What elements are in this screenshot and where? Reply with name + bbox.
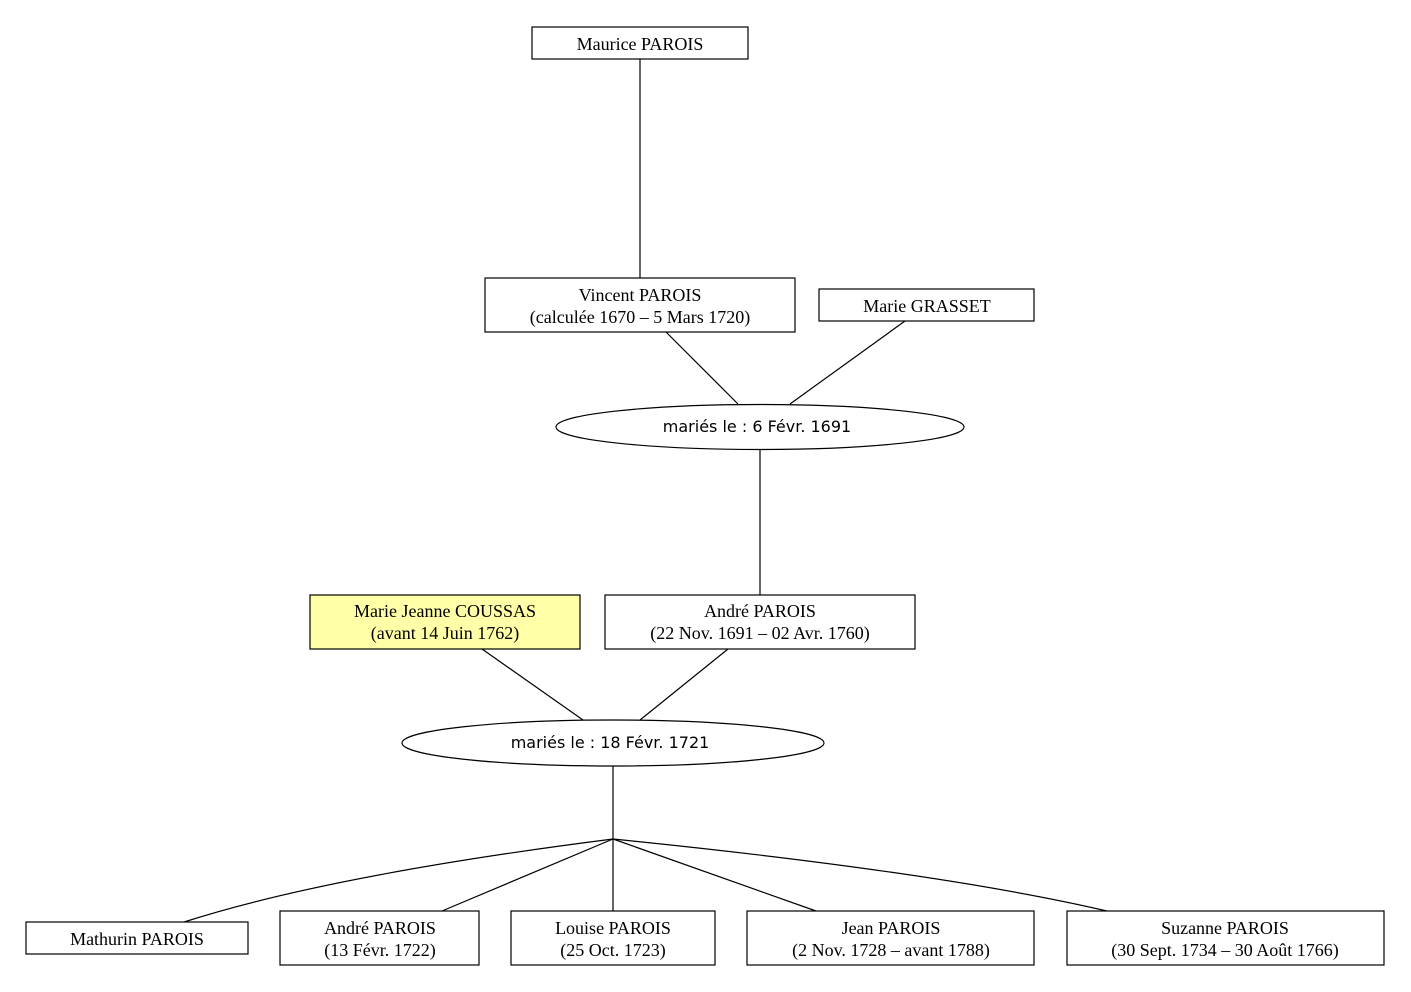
person-name: Vincent PAROIS bbox=[579, 285, 702, 305]
person-box-suzanne-parois[interactable]: Suzanne PAROIS (30 Sept. 1734 – 30 Août … bbox=[1066, 910, 1385, 966]
person-box-vincent-parois[interactable]: Vincent PAROIS (calculée 1670 – 5 Mars 1… bbox=[484, 277, 796, 333]
person-name: Louise PAROIS bbox=[555, 918, 671, 938]
edge-hub-mathurin bbox=[183, 838, 614, 923]
person-dates: (30 Sept. 1734 – 30 Août 1766) bbox=[1111, 940, 1339, 961]
person-dates: (calculée 1670 – 5 Mars 1720) bbox=[530, 307, 750, 328]
person-name: Maurice PAROIS bbox=[577, 34, 704, 54]
edge-hub-suzanne bbox=[612, 838, 1108, 912]
edge-vincent-union-1691 bbox=[665, 331, 739, 405]
person-box-jean-parois[interactable]: Jean PAROIS (2 Nov. 1728 – avant 1788) bbox=[746, 910, 1035, 966]
person-dates: (2 Nov. 1728 – avant 1788) bbox=[792, 940, 990, 961]
union-label: mariés le : 6 Févr. 1691 bbox=[663, 417, 851, 436]
person-name: Jean PAROIS bbox=[842, 918, 941, 938]
edge-coussas-union-1721 bbox=[481, 648, 584, 721]
person-box-marie-grasset[interactable]: Marie GRASSET bbox=[818, 288, 1035, 322]
person-dates: (13 Févr. 1722) bbox=[324, 940, 436, 961]
union-1721-ellipse[interactable]: mariés le : 18 Févr. 1721 bbox=[401, 719, 825, 767]
person-dates: (avant 14 Juin 1762) bbox=[371, 623, 519, 644]
person-name: Marie GRASSET bbox=[863, 296, 991, 316]
edge-hub-jean bbox=[612, 838, 817, 912]
person-box-andre-parois-1722[interactable]: André PAROIS (13 Févr. 1722) bbox=[279, 910, 480, 966]
person-dates: (25 Oct. 1723) bbox=[560, 940, 665, 961]
connectors bbox=[183, 59, 1108, 923]
person-box-marie-jeanne-coussas[interactable]: Marie Jeanne COUSSAS (avant 14 Juin 1762… bbox=[309, 594, 581, 650]
person-box-mathurin-parois[interactable]: Mathurin PAROIS bbox=[25, 921, 249, 955]
edge-hub-andre-fils bbox=[441, 838, 614, 912]
person-name: Marie Jeanne COUSSAS bbox=[354, 601, 536, 621]
person-name: Suzanne PAROIS bbox=[1161, 918, 1289, 938]
person-box-louise-parois[interactable]: Louise PAROIS (25 Oct. 1723) bbox=[510, 910, 716, 966]
person-box-andre-parois-1691[interactable]: André PAROIS (22 Nov. 1691 – 02 Avr. 176… bbox=[604, 594, 916, 650]
union-1691-ellipse[interactable]: mariés le : 6 Févr. 1691 bbox=[555, 403, 965, 451]
person-name: Mathurin PAROIS bbox=[70, 929, 204, 949]
edge-grasset-union-1691 bbox=[789, 320, 906, 405]
edge-andre-union-1721 bbox=[639, 648, 729, 721]
person-box-maurice-parois[interactable]: Maurice PAROIS bbox=[531, 26, 749, 60]
union-label: mariés le : 18 Févr. 1721 bbox=[511, 733, 710, 752]
person-dates: (22 Nov. 1691 – 02 Avr. 1760) bbox=[650, 623, 870, 644]
person-name: André PAROIS bbox=[704, 601, 816, 621]
person-name: André PAROIS bbox=[324, 918, 436, 938]
